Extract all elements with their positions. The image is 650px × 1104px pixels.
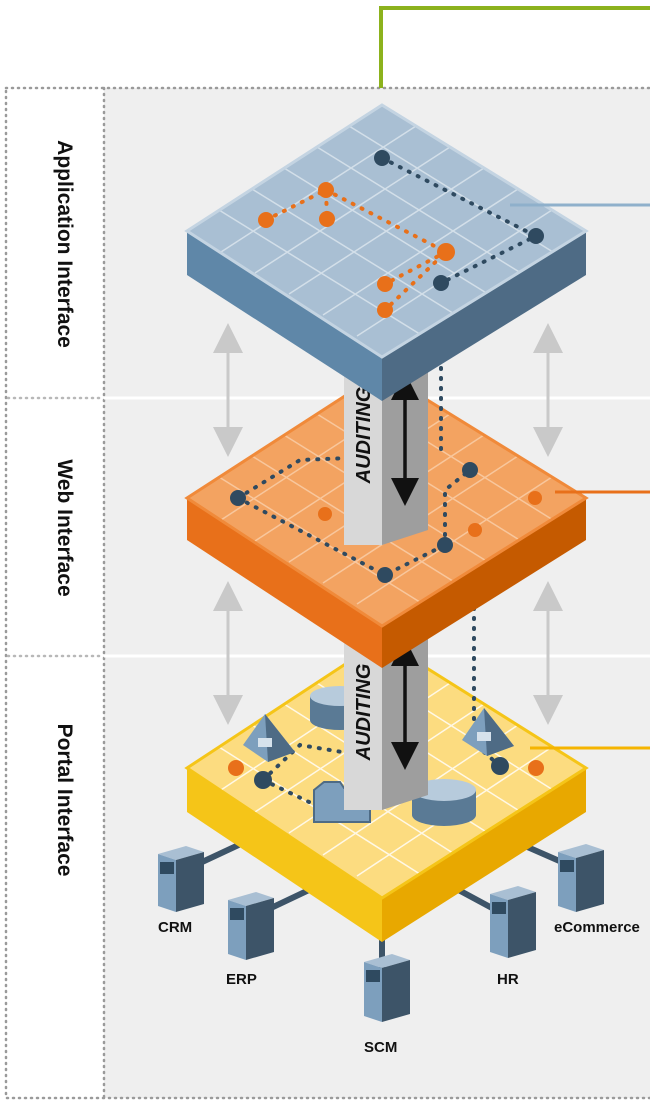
server-hr: HR bbox=[490, 886, 536, 988]
server-erp: ERP bbox=[226, 892, 274, 988]
node-dark bbox=[433, 275, 449, 291]
node-orange bbox=[437, 243, 455, 261]
document-icon bbox=[462, 708, 514, 756]
application-paths-orange bbox=[264, 186, 450, 312]
system-label-crm: CRM bbox=[158, 919, 192, 936]
node-orange bbox=[377, 276, 393, 292]
system-label-hr: HR bbox=[497, 971, 519, 988]
diagram-frame bbox=[4, 86, 650, 1100]
document-icon bbox=[243, 714, 295, 762]
node-orange bbox=[528, 491, 542, 505]
server-crm: CRM bbox=[158, 846, 204, 936]
application-interface-layer bbox=[184, 103, 650, 401]
node-dark bbox=[254, 771, 272, 789]
node-dark bbox=[374, 150, 390, 166]
node-dark bbox=[230, 490, 246, 506]
system-label-erp: ERP bbox=[226, 971, 257, 988]
node-dark bbox=[437, 537, 453, 553]
node-orange bbox=[228, 760, 244, 776]
system-label-scm: SCM bbox=[364, 1039, 397, 1056]
system-label-ecommerce: eCommerce bbox=[554, 919, 640, 936]
auditing-label: AUDITING bbox=[353, 664, 375, 762]
node-dark bbox=[377, 567, 393, 583]
node-orange bbox=[258, 212, 274, 228]
node-orange bbox=[318, 507, 332, 521]
node-dark bbox=[462, 462, 478, 478]
server-scm: SCM bbox=[364, 954, 410, 1056]
top-connector bbox=[379, 6, 650, 88]
node-orange bbox=[468, 523, 482, 537]
layer-label-application: Application Interface bbox=[53, 140, 76, 348]
node-orange bbox=[319, 211, 335, 227]
layer-label-portal: Portal Interface bbox=[53, 724, 76, 877]
layer-label-web: Web Interface bbox=[53, 459, 76, 596]
server-ecommerce: eCommerce bbox=[554, 844, 640, 936]
auditing-label: AUDITING bbox=[353, 387, 375, 485]
node-orange bbox=[377, 302, 393, 318]
node-dark bbox=[528, 228, 544, 244]
node-dark bbox=[491, 757, 509, 775]
web-paths bbox=[236, 456, 472, 578]
node-orange bbox=[318, 182, 334, 198]
node-orange bbox=[528, 760, 544, 776]
